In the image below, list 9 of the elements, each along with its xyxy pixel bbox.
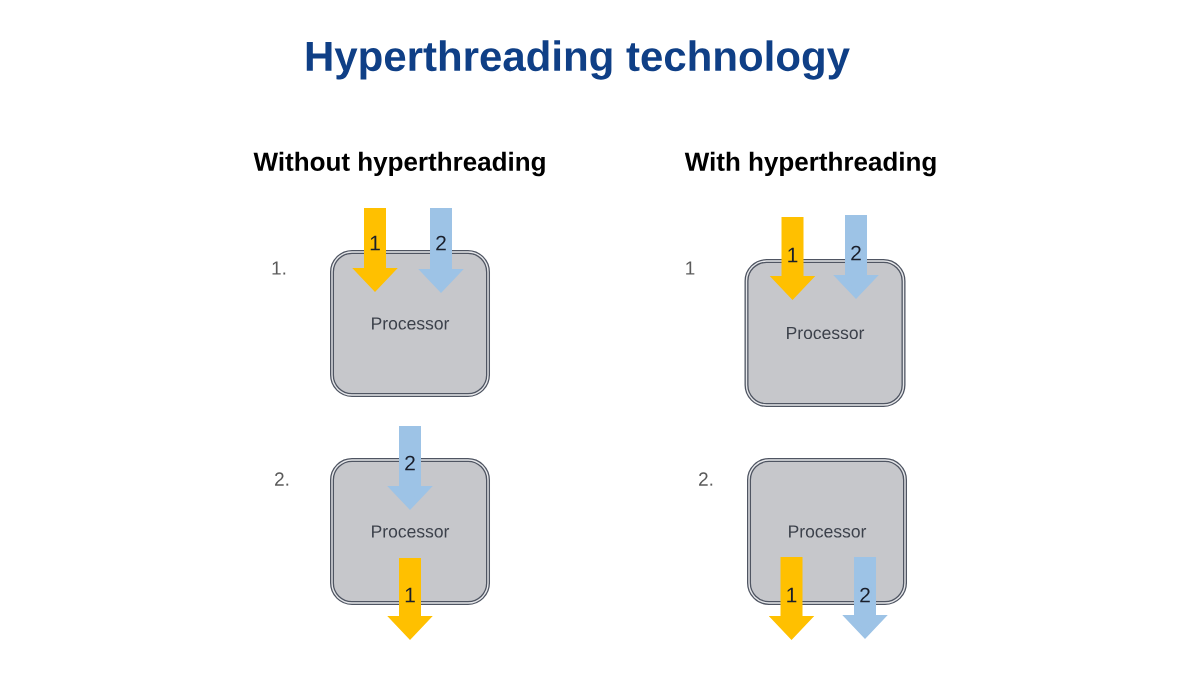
- step-number: 1: [686, 261, 695, 275]
- processor-box: Processor: [330, 250, 490, 397]
- step-number: 2.: [699, 472, 713, 486]
- column-heading: With hyperthreading: [684, 151, 936, 177]
- step-number: 2.: [275, 472, 289, 486]
- title: Hyperthreading technology: [306, 40, 850, 80]
- step-number: 1.: [272, 261, 286, 275]
- column-heading: Without hyperthreading: [253, 151, 545, 177]
- edge-label: 1: [785, 587, 798, 603]
